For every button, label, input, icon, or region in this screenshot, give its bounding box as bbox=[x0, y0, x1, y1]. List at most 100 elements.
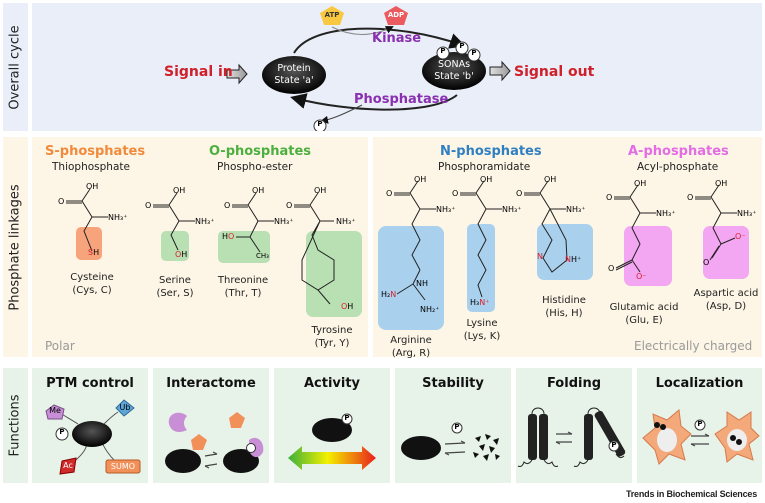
chem-nh3: NH₃⁺ bbox=[436, 205, 456, 214]
tyrosine-site: OH bbox=[341, 302, 353, 311]
chem-o: O bbox=[608, 264, 615, 273]
phospho-label: P bbox=[459, 42, 465, 50]
aa-code: (Arg, R) bbox=[391, 348, 431, 359]
chem-h2: H₂ bbox=[381, 290, 391, 299]
chem-n: N bbox=[390, 290, 397, 299]
ubiquitin-tag-label: Ub bbox=[119, 403, 131, 412]
equilibrium-arrows-icon bbox=[444, 440, 466, 456]
row-label-text: Functions bbox=[8, 394, 24, 457]
phospho-protein-icon bbox=[730, 435, 736, 441]
group-subtitle-o: Phospho-ester bbox=[217, 161, 293, 173]
chem-nh3: NH₃⁺ bbox=[656, 209, 676, 218]
chem-n: N⁺ bbox=[479, 298, 490, 307]
atp-label: ATP bbox=[324, 11, 340, 19]
histidine-site: NH⁺ bbox=[565, 255, 581, 264]
protein-state-a bbox=[262, 56, 326, 94]
atp-to-adp-arc bbox=[331, 26, 394, 35]
function-title: Folding bbox=[546, 376, 602, 391]
phospho-label: P bbox=[440, 47, 446, 55]
chem-oh: OH bbox=[544, 175, 557, 184]
phospho-protein-icon bbox=[654, 422, 660, 428]
chem-h: H⁺ bbox=[570, 255, 582, 264]
protein-icon bbox=[165, 449, 201, 473]
row-label-text: Overall cycle bbox=[8, 24, 24, 110]
aa-name: Serine bbox=[159, 275, 191, 286]
signal-out-arrow bbox=[489, 60, 511, 82]
function-title: Localization bbox=[655, 376, 744, 391]
adp-icon bbox=[384, 6, 408, 25]
folding-graphic bbox=[517, 407, 626, 467]
stability-graphic bbox=[401, 422, 500, 461]
phospho-icon bbox=[55, 427, 69, 441]
chem-h: H bbox=[181, 250, 188, 259]
chem-o: O bbox=[516, 189, 523, 198]
aa-code: (His, H) bbox=[545, 308, 583, 319]
helix-icon bbox=[584, 414, 593, 460]
group-title-o: O-phosphates bbox=[209, 144, 312, 159]
binding-partner-icon bbox=[168, 412, 187, 432]
phospho-icon bbox=[341, 413, 353, 425]
amino-acid-label-lysine: Lysine(Lys, K) bbox=[464, 317, 501, 343]
chem-o: O bbox=[452, 189, 459, 198]
group-subtitle-a: Acyl-phosphate bbox=[637, 161, 719, 173]
phospho-icon bbox=[313, 119, 327, 131]
serine-site: OH bbox=[175, 250, 187, 259]
phospho-icon bbox=[451, 422, 463, 434]
phosphate-release-arc bbox=[320, 104, 363, 124]
overall-cycle-panel: ATP ADP Kinase Phosphatase Signal in Sig… bbox=[32, 3, 762, 131]
amino-acid-label-tyrosine: Tyrosine(Tyr, Y) bbox=[312, 324, 353, 350]
aa-code: (Glu, E) bbox=[625, 315, 663, 326]
chem-o: O bbox=[228, 232, 235, 241]
localization-graphic bbox=[642, 409, 760, 465]
ubiquitin-tag-icon bbox=[115, 399, 135, 417]
row-label-overall-cycle: Overall cycle bbox=[3, 3, 28, 131]
chem-o: O bbox=[703, 258, 710, 267]
state-b-line1: SONAs bbox=[437, 59, 471, 70]
chem-n: N bbox=[537, 252, 543, 261]
chem-nh3: NH₃⁺ bbox=[566, 205, 586, 214]
chem-h3: H₃ bbox=[470, 298, 480, 307]
phospho-label: P bbox=[454, 423, 460, 431]
function-title: Activity bbox=[303, 376, 361, 391]
aa-name: Aspartic acid bbox=[693, 288, 759, 299]
chem-ch3: CH₃ bbox=[256, 252, 269, 260]
phospho-label: P bbox=[611, 441, 617, 449]
chem-nh3: NH₃⁺ bbox=[336, 217, 356, 226]
charged-label: Electrically charged bbox=[634, 339, 753, 353]
amino-acid-label-histidine: Histidine(His, H) bbox=[542, 294, 586, 320]
chem-o: O bbox=[687, 193, 694, 202]
aa-code: (Thr, T) bbox=[224, 288, 262, 299]
row-label-phosphate-linkages: Phosphate linkages bbox=[3, 137, 28, 357]
methyl-tag-icon bbox=[45, 404, 65, 420]
chem-oh: OH bbox=[252, 186, 265, 195]
chem-s: S bbox=[88, 248, 94, 257]
chem-o: O bbox=[386, 189, 393, 198]
aa-code: (Cys, C) bbox=[72, 285, 112, 296]
function-title: Stability bbox=[422, 376, 484, 391]
group-title-a: A-phosphates bbox=[628, 144, 729, 159]
phospho-label: P bbox=[344, 414, 350, 422]
polar-label: Polar bbox=[45, 339, 75, 353]
chem-n: N bbox=[565, 255, 571, 264]
protein-icon bbox=[312, 418, 352, 442]
chem-o: O bbox=[341, 302, 348, 311]
threonine-site: HO bbox=[222, 232, 234, 241]
helix-icon bbox=[594, 410, 626, 457]
chem-o: O bbox=[286, 201, 293, 210]
aa-name: Glutamic acid bbox=[609, 302, 679, 313]
adp-label: ADP bbox=[387, 11, 405, 19]
amino-acid-label-arginine: Arginine(Arg, R) bbox=[390, 334, 432, 360]
phospho-icon bbox=[455, 41, 469, 55]
acetyl-tag-icon bbox=[59, 457, 77, 475]
sumo-tag-icon bbox=[105, 459, 141, 474]
activity-arrow-icon bbox=[288, 446, 376, 470]
chem-oh: OH bbox=[480, 175, 493, 184]
phospho-label: P bbox=[59, 428, 65, 436]
group-title-n: N-phosphates bbox=[440, 144, 542, 159]
chem-o: O bbox=[58, 197, 65, 206]
arginine-site: H₂N bbox=[381, 290, 396, 299]
sumo-tag-label: SUMO bbox=[110, 462, 136, 471]
ligand-icon bbox=[191, 434, 207, 450]
chem-nh3: NH₃⁺ bbox=[502, 205, 522, 214]
chem-o: O bbox=[224, 201, 231, 210]
